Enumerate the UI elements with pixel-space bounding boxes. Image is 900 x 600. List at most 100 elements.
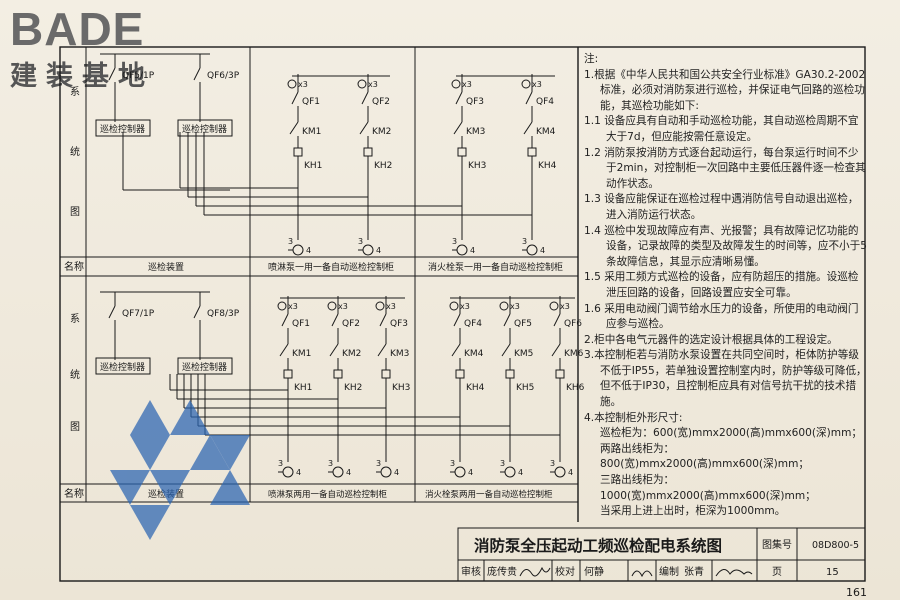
ammeter-icon xyxy=(549,301,559,311)
breaker-contact xyxy=(525,91,533,105)
controller-label: 巡检控制器 xyxy=(182,361,227,373)
thermal-relay-icon xyxy=(555,369,565,379)
relay-label: KH3 xyxy=(392,383,410,393)
relay-label: KH2 xyxy=(374,161,392,171)
contactor-label: KM4 xyxy=(536,127,556,137)
breaker-contact xyxy=(455,91,463,105)
cable-count: 4 xyxy=(296,468,301,477)
controller-box xyxy=(95,357,151,375)
motor-icon xyxy=(282,466,294,478)
motor-icon xyxy=(454,466,466,478)
breaker-contact xyxy=(281,313,289,327)
cable-count: 4 xyxy=(518,468,523,477)
motor-icon xyxy=(362,244,374,256)
contactor-contact xyxy=(289,121,299,135)
dimension-line: 当采用上进上出时，柜深为1000mm。 xyxy=(600,505,786,518)
relay-label: KH5 xyxy=(516,383,534,393)
multiplier-label: x3 xyxy=(288,302,298,311)
breaker-label: QF6/3P xyxy=(207,71,240,81)
breaker-contact xyxy=(108,67,116,81)
contactor-label: KM2 xyxy=(342,349,361,359)
motor-icon xyxy=(526,244,538,256)
thermal-relay-icon xyxy=(293,147,303,157)
contactor-contact xyxy=(451,343,461,357)
cable-count: 4 xyxy=(306,246,311,255)
relay-label: KH3 xyxy=(468,161,486,171)
breaker-label: QF8/3P xyxy=(207,309,240,319)
cable-count: 4 xyxy=(394,468,399,477)
note-line: 1.6 采用电动阀门调节给水压力的设备，所使用的电动阀门应参与巡检。 xyxy=(584,302,859,331)
breaker-contact xyxy=(503,313,511,327)
breaker-label: QF7/1P xyxy=(122,309,155,319)
dimension-line: 巡检柜为：600(宽)mmx2000(高)mmx600(深)mm； xyxy=(600,427,862,440)
note-line: 1.根据《中华人民共和国公共安全行业标准》GA30.2-2002标准，必须对消防… xyxy=(584,68,866,112)
thermal-relay-icon xyxy=(455,369,465,379)
note-line: 1.4 巡检中发现故障应有声、光报警；具有故障记忆功能的设备，记录故障的类型及故… xyxy=(584,224,867,268)
motor-icon xyxy=(456,244,468,256)
phase-count: 3 xyxy=(450,459,455,468)
breaker-label: QF5 xyxy=(514,319,532,329)
row-label-name: 名称 xyxy=(64,260,84,273)
motor-icon xyxy=(380,466,392,478)
thermal-relay-icon xyxy=(505,369,515,379)
multiplier-label: x3 xyxy=(460,302,470,311)
row-label-char: 图 xyxy=(70,206,80,218)
contactor-label: KM6 xyxy=(564,349,584,359)
ammeter-icon xyxy=(327,301,337,311)
watermark-triangles xyxy=(110,400,250,540)
breaker-contact xyxy=(193,67,201,81)
dimension-line: 三路出线柜为：1000(宽)mmx2000(高)mmx600(深)mm； xyxy=(600,474,816,502)
contactor-contact xyxy=(523,121,533,135)
contactor-contact xyxy=(551,343,561,357)
cable-count: 4 xyxy=(346,468,351,477)
breaker-contact xyxy=(379,313,387,327)
motor-icon xyxy=(332,466,344,478)
panel-title: 喷淋泵一用一备自动巡检控制柜 xyxy=(268,261,394,273)
contactor-contact xyxy=(453,121,463,135)
dimension-line: 两路出线柜为：800(宽)mmx2000(高)mmx600(深)mm； xyxy=(600,442,810,471)
thermal-relay-icon xyxy=(283,369,293,379)
thermal-relay-icon xyxy=(457,147,467,157)
phase-count: 3 xyxy=(328,459,333,468)
motor-icon xyxy=(504,466,516,478)
relay-label: KH1 xyxy=(304,161,322,171)
logo-subtitle: 建装基地 xyxy=(10,61,154,92)
cable-count: 4 xyxy=(470,246,475,255)
breaker-label: QF5/1P xyxy=(122,71,155,81)
note-line: 1.1 设备应具有自动和手动巡检功能，其自动巡检周期不宜大于7d，但应能按需任意… xyxy=(584,115,859,143)
breaker-contact xyxy=(453,313,461,327)
panel-title: 巡检装置 xyxy=(148,261,184,273)
ammeter-icon xyxy=(499,301,509,311)
breaker-contact xyxy=(193,305,201,319)
thermal-relay-icon xyxy=(381,369,391,379)
multiplier-label: x3 xyxy=(532,80,542,89)
design-notes: 注:1.根据《中华人民共和国公共安全行业标准》GA30.2-2002标准，必须对… xyxy=(584,52,869,520)
ammeter-icon xyxy=(451,79,461,89)
row-label-char: 统 xyxy=(70,368,80,381)
breaker-contact xyxy=(291,91,299,105)
multiplier-label: x3 xyxy=(298,80,308,89)
multiplier-label: x3 xyxy=(560,302,570,311)
panel-title: 消火栓泵两用一备自动巡检控制柜 xyxy=(425,489,553,500)
contactor-contact xyxy=(329,343,339,357)
breaker-label: QF4 xyxy=(536,97,554,107)
contactor-label: KM1 xyxy=(292,349,311,359)
contactor-label: KM1 xyxy=(302,127,321,137)
row-label-char: 统 xyxy=(70,145,80,158)
breaker-label: QF2 xyxy=(342,319,360,329)
note-line: 1.5 采用工频方式巡检的设备，应有防超压的措施。设巡检泄压回路的设备，回路设置… xyxy=(584,271,859,299)
breaker-label: QF6 xyxy=(564,319,582,329)
contactor-label: KM5 xyxy=(514,349,533,359)
breaker-contact xyxy=(331,313,339,327)
thermal-relay-icon xyxy=(333,369,343,379)
ammeter-icon xyxy=(287,79,297,89)
controller-label: 巡检控制器 xyxy=(100,361,145,373)
breaker-contact xyxy=(553,313,561,327)
breaker-label: QF3 xyxy=(466,97,484,107)
contactor-contact xyxy=(359,121,369,135)
phase-count: 3 xyxy=(288,237,293,246)
thermal-relay-icon xyxy=(527,147,537,157)
motor-icon xyxy=(292,244,304,256)
